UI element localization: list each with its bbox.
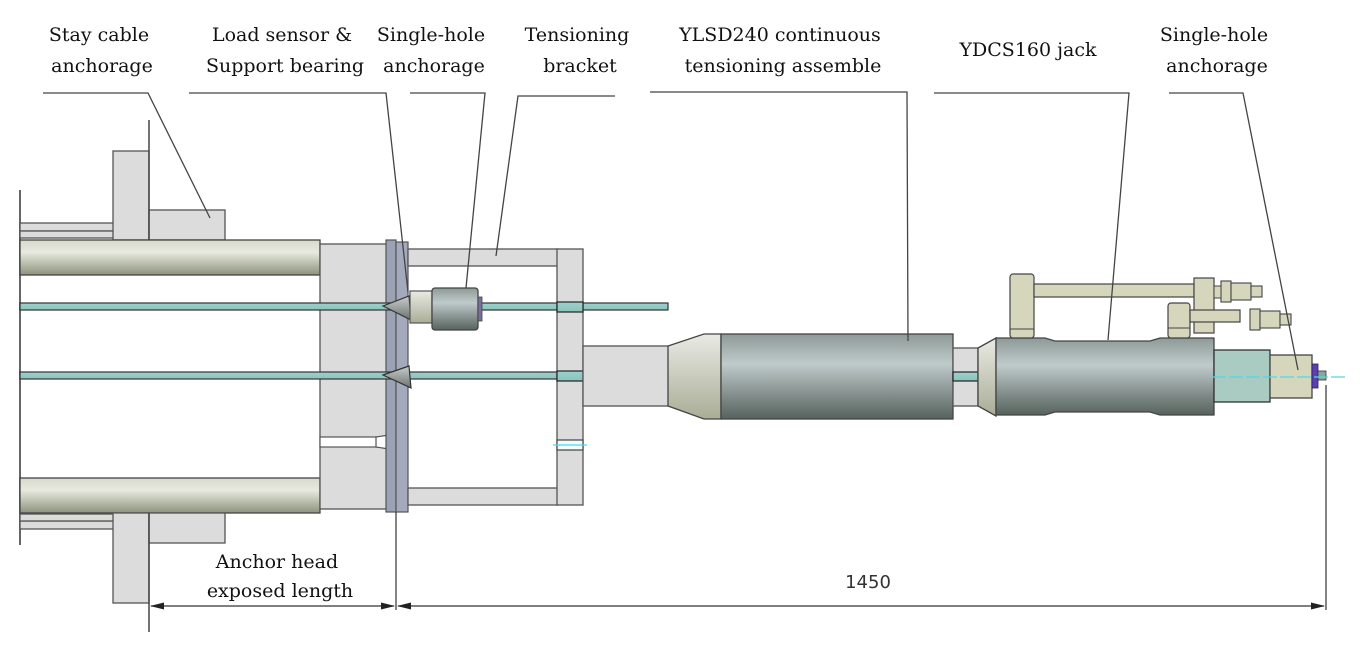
- bracket-spacer: [582, 345, 670, 407]
- stay-cable-anchorage-assembly: [19, 120, 321, 632]
- label-stay-cable-anchorage: Stay cable anchorage: [49, 24, 155, 77]
- hydraulic-pipe-lower: [1189, 309, 1241, 323]
- hydraulic-pipe-upper: [1033, 283, 1195, 298]
- label-tensioning-bracket: Tensioning bracket: [525, 24, 636, 77]
- steel-pipe-top: [19, 239, 321, 276]
- dim-label-anchor-head: Anchor head exposed length: [207, 551, 353, 602]
- label-ylsd240-assembly: YLSD240 continuous tensioning assemble: [678, 24, 887, 77]
- fitting-cap-upper: [1250, 285, 1263, 298]
- dimensions: Anchor head exposed length 1450: [149, 385, 1327, 610]
- ylsd240-cylinder: [720, 333, 954, 420]
- strand-tail: [1317, 370, 1327, 381]
- guide-tube-top: [19, 222, 116, 232]
- leader-ydcs160: [934, 92, 1130, 341]
- wedge-lower: [381, 365, 412, 389]
- ylsd240-coupler-strand: [952, 371, 979, 382]
- single-hole-anchorage-upper: [409, 287, 483, 331]
- anchor-flange-bottom: [112, 512, 150, 604]
- bracket-upright-slot-upper: [556, 301, 584, 313]
- steel-pipe-bottom: [19, 477, 321, 514]
- label-single-hole-anchorage-2: Single-hole anchorage: [1160, 24, 1274, 77]
- fitting-nut-lower-1: [1249, 308, 1261, 331]
- tensioning-bracket-frame: [407, 248, 670, 506]
- single-hole-sleeve: [409, 290, 433, 324]
- guide-tube-bottom-2: [19, 513, 116, 522]
- anchor-nut-bottom: [148, 512, 226, 544]
- jack-hydraulic-port-right: [1167, 302, 1191, 339]
- anchor-nut-top: [148, 209, 226, 241]
- ylsd240-front-cone: [667, 333, 722, 420]
- ylsd240-tensioning-assembly: [667, 333, 979, 420]
- jack-hydraulic-port-left: [1009, 273, 1035, 339]
- jack-rear-piston: [1213, 349, 1271, 403]
- labels: Stay cable anchorage Load sensor & Suppo…: [49, 24, 1274, 77]
- ydcs160-jack-assembly: [977, 273, 1345, 418]
- label-ydcs160-jack: YDCS160 jack: [958, 39, 1096, 61]
- jack-cylinder: [995, 337, 1215, 416]
- leader-single-hole-2: [1169, 92, 1299, 371]
- bracket-top-arm: [407, 248, 559, 267]
- leader-lines: [43, 91, 1299, 371]
- single-hole-nut: [477, 296, 483, 322]
- leader-stay-cable-anchorage: [43, 92, 211, 219]
- fitting-nut-upper-2: [1230, 282, 1252, 301]
- single-hole-body: [431, 287, 479, 331]
- fitting-nut-lower-2: [1259, 310, 1281, 329]
- jack-front-cone: [977, 336, 997, 418]
- fitting-pipe-upper: [1213, 285, 1222, 299]
- anchor-flange-top: [112, 150, 150, 241]
- anchor-head-hole: [319, 436, 381, 448]
- dim-label-total-length: 1450: [845, 572, 891, 593]
- anchor-nut-purple: [1311, 363, 1319, 389]
- leader-load-sensor: [189, 92, 409, 293]
- guide-tube-bottom: [19, 520, 116, 530]
- fitting-nut-upper-1: [1220, 280, 1232, 303]
- bracket-upright-slot-lower: [556, 370, 584, 382]
- leader-single-hole-1: [410, 92, 486, 289]
- label-load-sensor-support-bearing: Load sensor & Support bearing: [206, 24, 364, 77]
- label-single-hole-anchorage-1: Single-hole anchorage: [377, 24, 491, 77]
- leader-ylsd240: [650, 91, 909, 342]
- hydraulic-manifold: [1193, 277, 1215, 334]
- strand-upper: [19, 302, 669, 311]
- leader-tensioning-bracket: [495, 95, 615, 257]
- guide-tube-top-2: [19, 230, 116, 239]
- fitting-cap-lower: [1279, 313, 1292, 326]
- bracket-bottom-arm: [407, 487, 559, 506]
